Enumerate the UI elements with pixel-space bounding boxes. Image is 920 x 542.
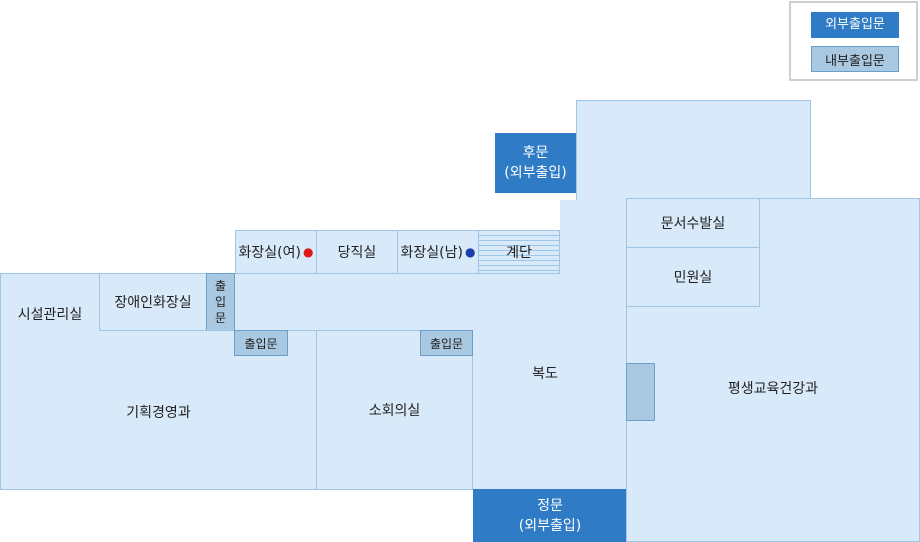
planning-dept-label: 기획경영과 xyxy=(126,404,191,421)
hallway-upper-connector xyxy=(560,200,627,240)
entrance-meeting[interactable]: 출입문 xyxy=(420,330,473,356)
legend: 외부출입문 내부출입문 xyxy=(789,1,918,81)
stairs[interactable]: 계단 xyxy=(478,230,560,274)
entrance-lifelong-education[interactable] xyxy=(626,363,655,421)
room-planning-dept[interactable]: 기획경영과 xyxy=(0,330,317,490)
document-office-label: 문서수발실 xyxy=(660,216,726,232)
main-gate[interactable]: 정문 (외부출입) xyxy=(473,489,627,542)
room-civil-service[interactable]: 민원실 xyxy=(626,247,760,307)
lifelong-education-label: 평생교육건강과 xyxy=(727,381,819,397)
civil-service-label: 민원실 xyxy=(673,270,713,286)
womens-restroom-label: 화장실(여) xyxy=(238,245,301,261)
entrance-planning[interactable]: 출입문 xyxy=(234,330,288,356)
entrance-vertical[interactable]: 출 입 문 xyxy=(206,273,235,331)
room-accessible-restroom[interactable]: 장애인화장실 xyxy=(99,273,207,331)
duty-room-label: 당직실 xyxy=(337,245,377,261)
entrance-meeting-label: 출입문 xyxy=(429,336,464,351)
room-small-meeting[interactable]: 소회의실 xyxy=(316,330,473,490)
male-person-icon: ● xyxy=(464,245,476,259)
back-gate-label-line1: 후문 xyxy=(522,145,549,161)
room-womens-restroom[interactable]: 화장실(여) ● xyxy=(235,230,317,274)
back-gate[interactable]: 후문 (외부출입) xyxy=(495,133,576,193)
room-document-office[interactable]: 문서수발실 xyxy=(626,198,760,248)
room-duty[interactable]: 당직실 xyxy=(316,230,398,274)
legend-external-door: 외부출입문 xyxy=(811,12,899,38)
female-person-icon: ● xyxy=(302,245,314,259)
entrance-vertical-char3: 문 xyxy=(214,311,227,325)
small-meeting-label: 소회의실 xyxy=(368,403,421,419)
back-gate-label-line2: (외부출입) xyxy=(504,165,567,181)
facility-mgmt-label: 시설관리실 xyxy=(17,307,83,323)
main-gate-label-line1: 정문 xyxy=(537,497,563,514)
hallway-label: 복도 xyxy=(532,366,558,382)
planning-top-border xyxy=(99,330,317,331)
mens-restroom-label: 화장실(남) xyxy=(400,245,463,261)
entrance-vertical-char1: 출 xyxy=(214,279,227,293)
legend-external-label: 외부출입문 xyxy=(825,17,885,32)
main-gate-label-line2: (외부출입) xyxy=(518,517,582,534)
legend-internal-label: 내부출입문 xyxy=(825,53,885,69)
room-mens-restroom[interactable]: 화장실(남) ● xyxy=(397,230,479,274)
stairs-label: 계단 xyxy=(506,245,532,261)
entrance-vertical-char2: 입 xyxy=(214,295,227,309)
accessible-restroom-label: 장애인화장실 xyxy=(114,295,192,311)
legend-internal-door: 내부출입문 xyxy=(811,46,899,72)
entrance-planning-label: 출입문 xyxy=(244,336,278,351)
